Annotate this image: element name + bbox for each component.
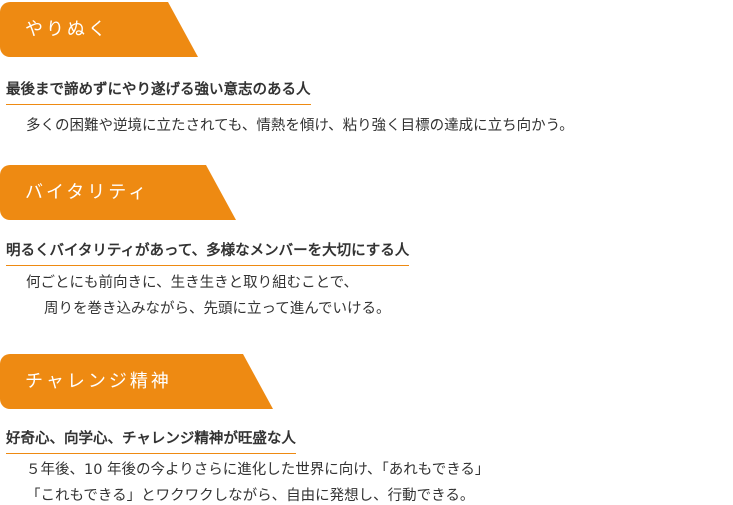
section-tab-label: やりぬく xyxy=(25,19,109,40)
section-tab: やりぬく xyxy=(0,2,198,57)
section-description-line: ５年後、10 年後の今よりさらに進化した世界に向け、「あれもできる」 xyxy=(26,462,490,478)
section-tab: チャレンジ精神 xyxy=(0,354,273,409)
section-description-line: 周りを巻き込みながら、先頭に立って進んでいける。 xyxy=(44,301,391,317)
section-subtitle: 好奇心、向学心、チャレンジ精神が旺盛な人 xyxy=(6,427,296,454)
section-subtitle: 明るくバイタリティがあって、多様なメンバーを大切にする人 xyxy=(6,239,410,266)
section-description-line: 何ごとにも前向きに、生き生きと取り組むことで、 xyxy=(26,275,359,291)
section-tab: バイタリティ xyxy=(0,165,236,220)
section-subtitle: 最後まで諦めずにやり遂げる強い意志のある人 xyxy=(6,78,311,105)
section-description-line: 多くの困難や逆境に立たされても、情熱を傾け、粘り強く目標の達成に立ち向かう。 xyxy=(26,118,574,134)
section-tab-label: バイタリティ xyxy=(25,182,150,203)
section-description-line: 「これもできる」とワクワクしながら、自由に発想し、行動できる。 xyxy=(26,488,475,504)
section-tab-label: チャレンジ精神 xyxy=(25,371,172,392)
